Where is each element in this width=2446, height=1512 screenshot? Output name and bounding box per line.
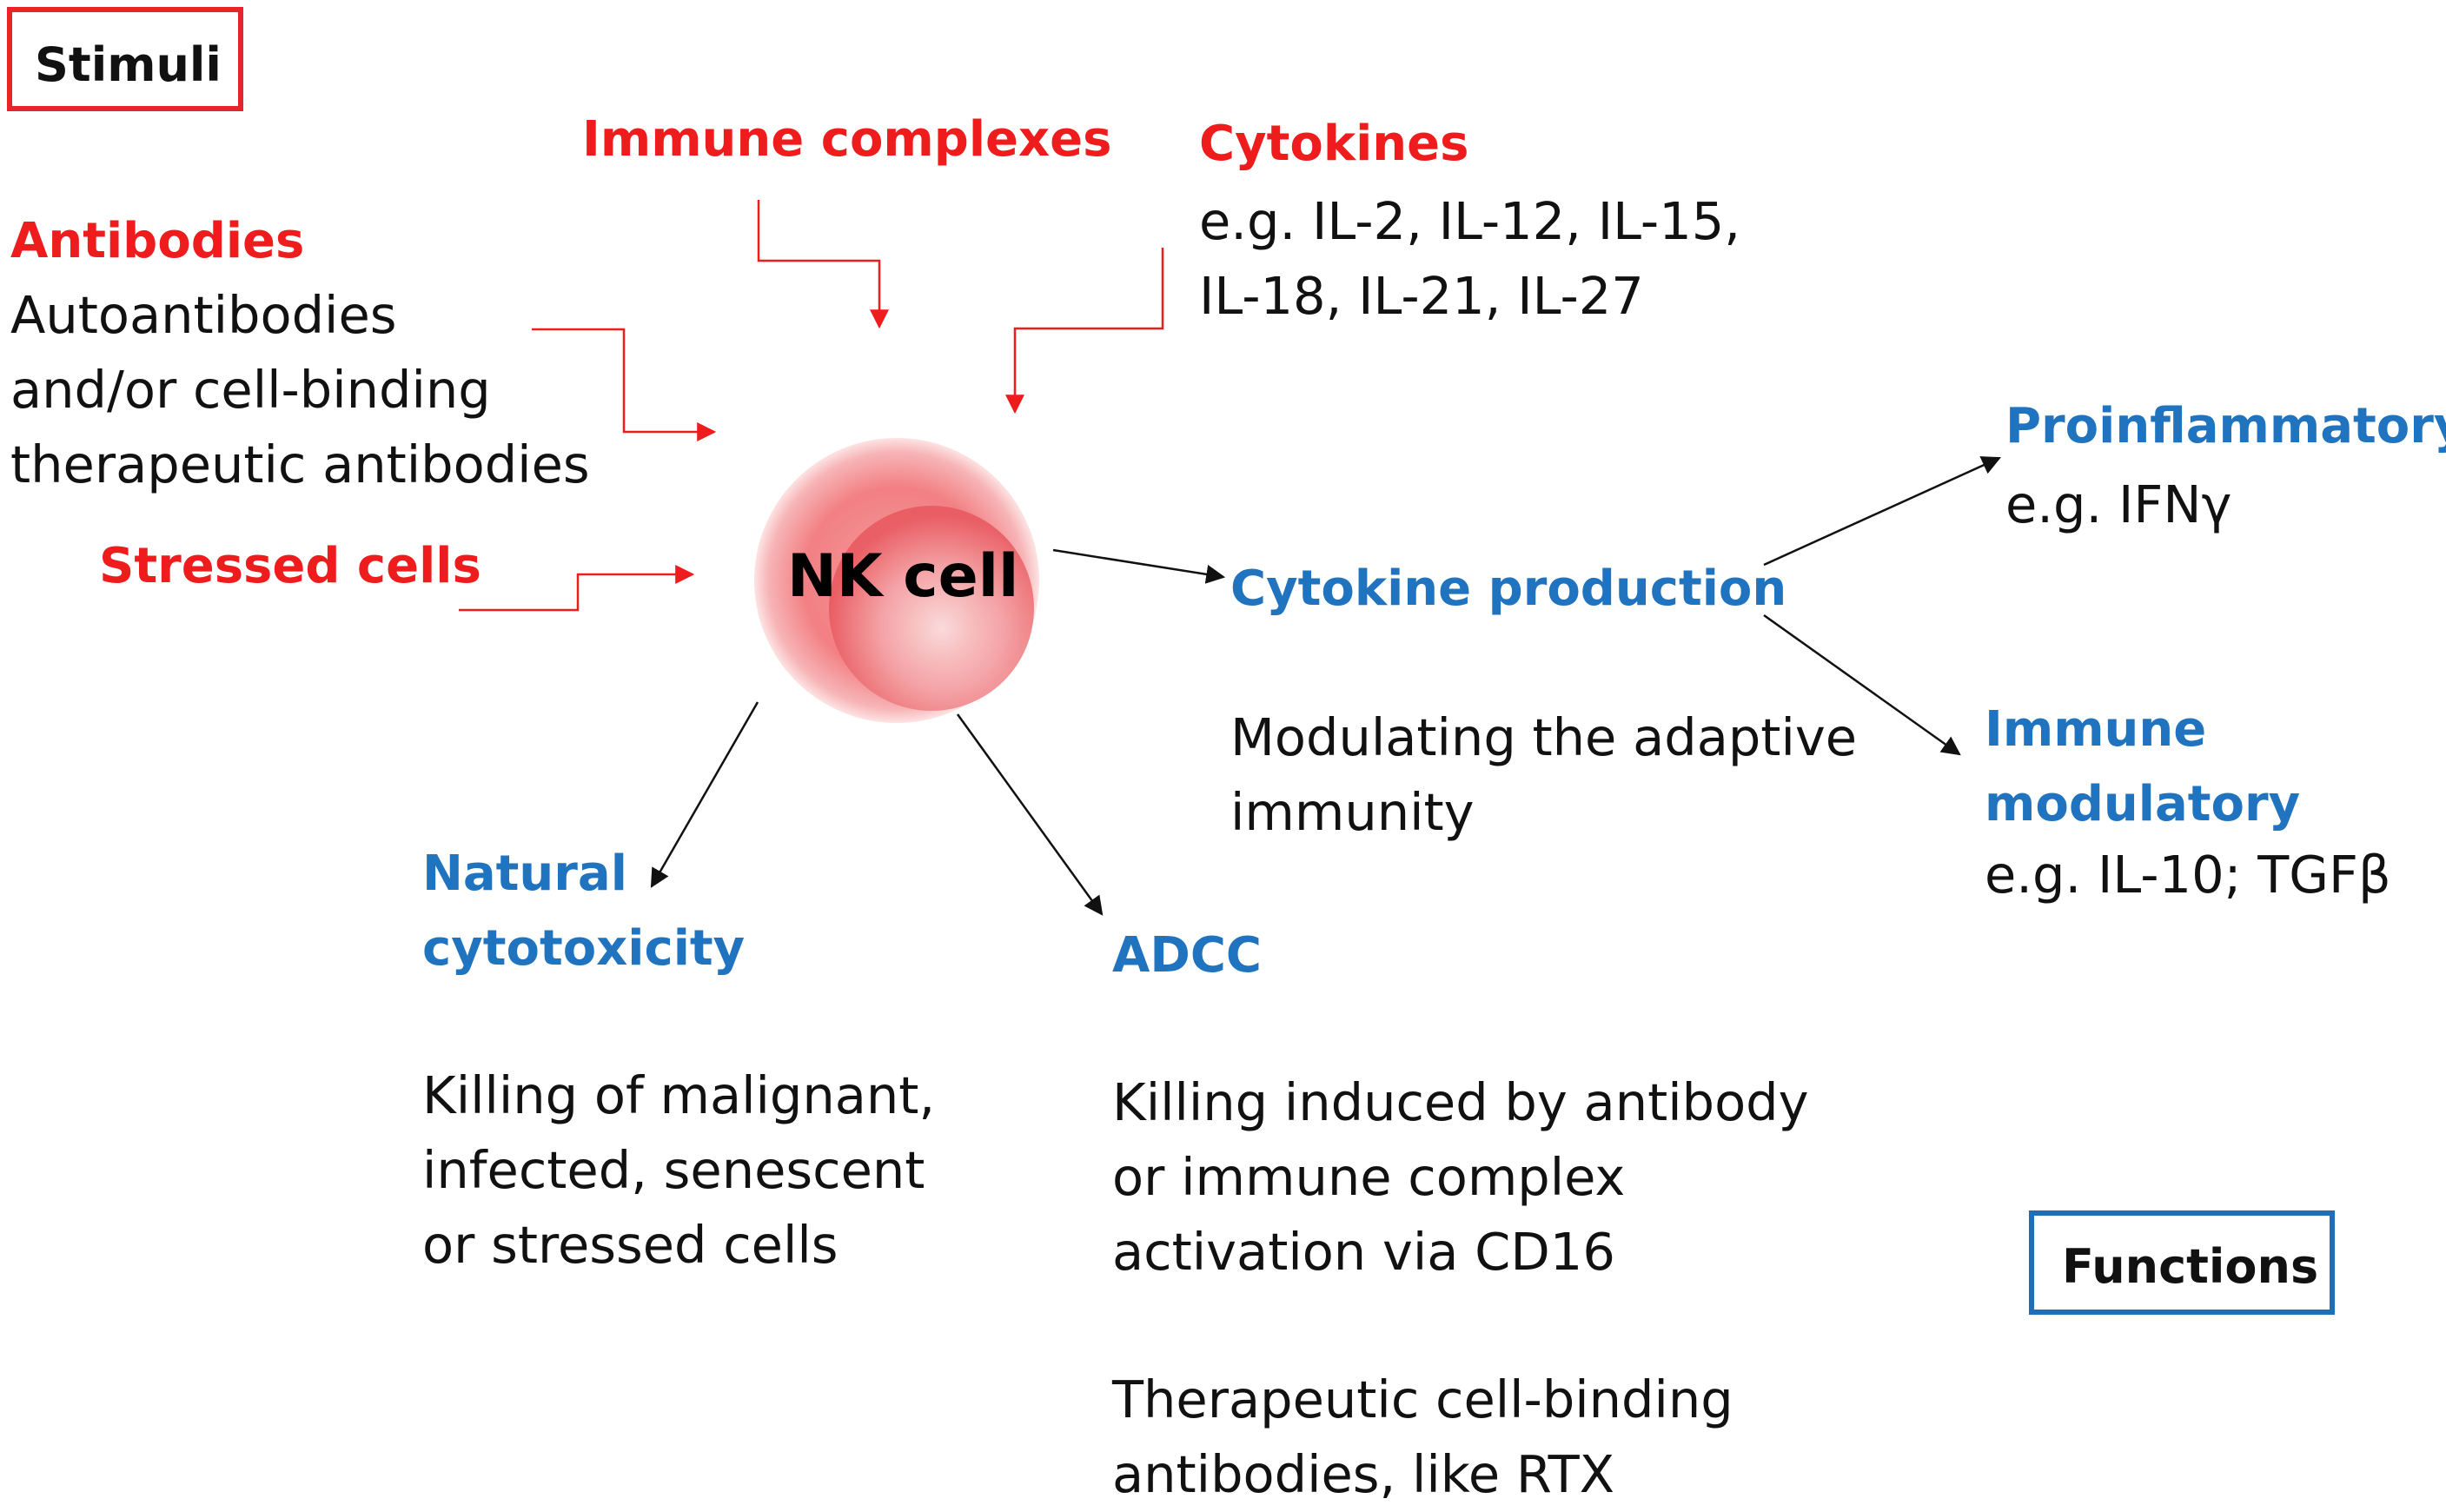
- arrow-immune-complexes: [757, 200, 889, 329]
- stimuli-box: Stimuli: [7, 7, 243, 111]
- proinflammatory-title: Proinflammatory: [2005, 398, 2446, 454]
- adcc-title: ADCC: [1112, 927, 1263, 984]
- natural-cytotoxicity-title-1: Natural: [422, 846, 627, 902]
- arrow-adcc: [956, 713, 1104, 916]
- functions-box: Functions: [2029, 1210, 2335, 1315]
- immune-modulatory-example: e.g. IL-10; TGFβ: [1985, 845, 2391, 905]
- immune-modulatory-title-1: Immune: [1985, 701, 2207, 758]
- adcc-line-3: activation via CD16: [1112, 1222, 1615, 1282]
- immune-complexes-label: Immune complexes: [582, 111, 1112, 168]
- natural-cytotoxicity-line-2: infected, senescent: [422, 1140, 925, 1200]
- arrow-natural-cytotoxicity: [650, 701, 759, 888]
- natural-cytotoxicity-line-1: Killing of malignant,: [422, 1065, 936, 1125]
- functions-box-label: Functions: [2062, 1239, 2319, 1294]
- cytokine-production-line-1: Modulating the adaptive: [1230, 707, 1858, 767]
- nk-cell-nucleus: [829, 506, 1034, 711]
- nk-cell-label: NK cell: [787, 542, 1019, 611]
- cytokines-line-2: IL-18, IL-21, IL-27: [1199, 266, 1644, 326]
- immune-modulatory-title-2: modulatory: [1985, 776, 2301, 832]
- cytokines-title: Cytokines: [1199, 116, 1469, 172]
- stimuli-box-label: Stimuli: [35, 37, 222, 92]
- antibodies-line-3: therapeutic antibodies: [10, 434, 590, 494]
- nk-cell: [754, 438, 1039, 723]
- antibodies-line-2: and/or cell-binding: [10, 360, 491, 420]
- arrow-cytokines: [1005, 248, 1164, 414]
- arrow-antibodies: [532, 328, 717, 441]
- cytokine-production-title: Cytokine production: [1230, 560, 1787, 617]
- adcc-line-4: Therapeutic cell-binding: [1112, 1369, 1733, 1429]
- arrow-stressed-cells: [459, 565, 695, 612]
- adcc-line-2: or immune complex: [1112, 1147, 1626, 1207]
- cytokine-production-line-2: immunity: [1230, 782, 1475, 842]
- stressed-cells-label: Stressed cells: [99, 538, 481, 594]
- arrow-proinflammatory: [1763, 456, 2002, 567]
- adcc-line-1: Killing induced by antibody: [1112, 1072, 1809, 1132]
- natural-cytotoxicity-line-3: or stressed cells: [422, 1215, 839, 1275]
- antibodies-line-1: Autoantibodies: [10, 285, 397, 345]
- proinflammatory-example: e.g. IFNγ: [2005, 474, 2232, 534]
- cytokines-line-1: e.g. IL-2, IL-12, IL-15,: [1199, 191, 1741, 251]
- arrow-immune-modulatory: [1763, 613, 1961, 756]
- natural-cytotoxicity-title-2: cytotoxicity: [422, 920, 746, 977]
- antibodies-title: Antibodies: [10, 213, 305, 269]
- adcc-line-5: antibodies, like RTX: [1112, 1444, 1615, 1504]
- arrow-cytokine-production: [1052, 548, 1226, 584]
